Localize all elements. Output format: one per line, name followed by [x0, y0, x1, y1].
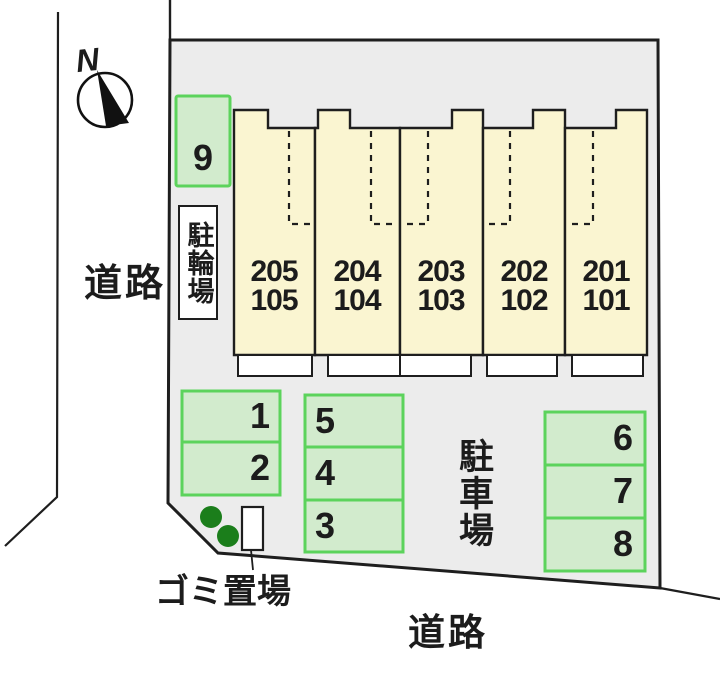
- building-unit-204: [313, 108, 402, 357]
- porch-204: [327, 354, 401, 377]
- unit-upper-number: 202: [500, 255, 548, 288]
- entrance-dashed-lines: [287, 131, 595, 226]
- parking-space-4-number: 4: [315, 452, 336, 493]
- garbage-box: [240, 505, 265, 552]
- building-unit-203: [398, 108, 485, 357]
- unit-label-205: 205 105: [232, 255, 316, 317]
- building-unit-201: [563, 108, 649, 357]
- parking-space-7: [543, 463, 647, 520]
- entrance-dash-205: [287, 131, 313, 226]
- parking-space-2-number: 2: [249, 447, 270, 488]
- garbage-area-label: ゴミ置場: [155, 573, 291, 611]
- building: [232, 108, 649, 357]
- bicycle-parking-label: 駐輪場: [183, 220, 214, 305]
- entrance-dash-201: [567, 131, 595, 226]
- parking-space-8-number: 8: [612, 523, 633, 564]
- parking-space-5-number: 5: [315, 400, 336, 441]
- parking-space-3-number: 3: [315, 505, 336, 546]
- parking-space-4: [303, 445, 405, 502]
- parking-space-9: [174, 94, 232, 188]
- compass-icon: [76, 70, 134, 129]
- road-label-left: 道路: [84, 263, 167, 305]
- unit-upper-number: 205: [250, 255, 298, 288]
- parking-space-1-number: 1: [249, 395, 270, 436]
- entrance-dash-202: [485, 131, 512, 226]
- porch-201: [571, 354, 644, 377]
- road-line-left: [4, 11, 60, 547]
- bicycle-parking-box: 駐輪場: [178, 205, 218, 320]
- unit-lower-number: 103: [417, 284, 465, 317]
- parking-space-8: [543, 516, 647, 573]
- unit-lower-number: 105: [250, 284, 298, 317]
- parking-space-7-number: 7: [612, 470, 633, 511]
- parking-space-2: [180, 440, 282, 497]
- parking-space-9-number: 9: [192, 137, 214, 178]
- unit-label-203: 203 103: [399, 255, 483, 317]
- parking-space-5: [303, 393, 405, 449]
- porch-203: [399, 354, 472, 377]
- building-unit-205: [232, 108, 317, 357]
- parking-spaces: [174, 94, 647, 573]
- unit-upper-number: 204: [333, 255, 381, 288]
- road-label-bottom: 道路: [408, 612, 488, 653]
- garbage-leader-line: [250, 549, 254, 571]
- parking-space-6: [543, 410, 647, 467]
- unit-lower-number: 102: [500, 284, 548, 317]
- porch-205: [237, 354, 313, 377]
- unit-upper-number: 203: [417, 255, 465, 288]
- parking-space-3: [303, 498, 405, 554]
- unit-label-202: 202 102: [482, 255, 566, 317]
- parking-lot-label: 駐車場: [454, 438, 493, 549]
- porch-202: [486, 354, 558, 377]
- unit-lower-number: 101: [582, 284, 630, 317]
- tree-icon: [200, 506, 222, 528]
- road-line-bottom: [659, 586, 720, 601]
- unit-lower-number: 104: [333, 284, 381, 317]
- tree-icon: [217, 525, 239, 547]
- entrance-dash-204: [369, 131, 398, 226]
- unit-porches: [237, 354, 644, 377]
- compass-north-label: N: [74, 40, 101, 80]
- unit-label-204: 204 104: [315, 255, 399, 317]
- entrance-dash-203: [402, 131, 430, 226]
- parking-space-6-number: 6: [612, 417, 633, 458]
- unit-label-201: 201 101: [564, 255, 648, 317]
- parking-space-1: [180, 389, 282, 444]
- unit-upper-number: 201: [582, 255, 630, 288]
- building-unit-202: [481, 108, 567, 357]
